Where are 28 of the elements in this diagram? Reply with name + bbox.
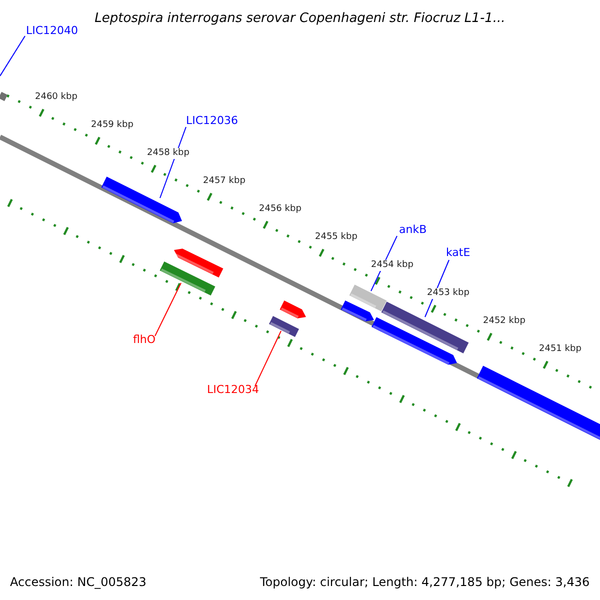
gene-label: ankB [399, 224, 427, 235]
gene-bar [269, 316, 299, 338]
scale-label: 2453 kbp [426, 288, 470, 298]
scale-label: 2460 kbp [34, 92, 78, 102]
map-title: Leptospira interrogans serovar Copenhageni str. Fiocruz L1-1... [94, 12, 506, 25]
gene-label: flhO [133, 334, 156, 345]
scale-label: 2455 kbp [314, 232, 358, 242]
gene-label: LIC12040 [26, 25, 78, 36]
gene-bar [160, 262, 216, 296]
gene-bar [349, 284, 387, 312]
leader-line [154, 282, 182, 336]
leader-line [0, 36, 26, 76]
scale-label: 2457 kbp [202, 176, 246, 186]
scale-label: 2454 kbp [370, 260, 414, 270]
accession-text: Accession: NC_005823 [10, 576, 146, 588]
scale-label: 2452 kbp [482, 316, 526, 326]
gene-bar [381, 302, 469, 354]
genome-info-text: Topology: circular; Length: 4,277,185 bp; Genes: 3,436 [260, 576, 590, 588]
scale-label: 2458 kbp [146, 148, 190, 158]
gene-label: LIC12034 [207, 384, 260, 395]
gene-label: LIC12036 [186, 115, 238, 126]
gene-arrow [101, 176, 182, 224]
leader-line [254, 330, 282, 386]
scale-label: 2459 kbp [90, 120, 134, 130]
scale-label: 2456 kbp [258, 204, 302, 214]
scale-label: 2451 kbp [538, 344, 582, 354]
leader-line [160, 126, 186, 198]
gene-label: katE [446, 247, 470, 258]
